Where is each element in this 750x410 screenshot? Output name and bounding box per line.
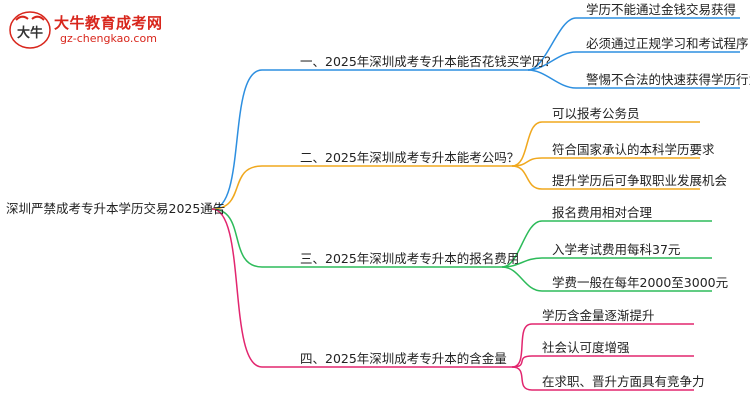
cow-logo-icon: 大牛: [9, 11, 51, 49]
site-logo[interactable]: 大牛 大牛教育成考网 gz-chengkao.com: [8, 10, 178, 50]
leaf-connector-4-3: [511, 366, 533, 391]
leaf-connector-4-1: [511, 323, 533, 368]
logo-url: gz-chengkao.com: [60, 32, 157, 45]
leaf-label-2-2: 符合国家承认的本科学历要求: [552, 142, 715, 157]
leaf-connector-1-1: [527, 17, 577, 71]
leaf-connector-1-2: [527, 51, 577, 71]
leaf-label-4-2: 社会认可度增强: [542, 340, 630, 355]
branch-label-4: 四、2025年深圳成考专升本的含金量: [300, 351, 507, 366]
leaf-label-2-3: 提升学历后可争取职业发展机会: [552, 173, 728, 188]
leaf-connector-2-1: [511, 121, 543, 167]
branch-connector-4: [211, 208, 263, 368]
branch-connector-3: [211, 208, 263, 268]
branch-connector-2: [211, 165, 263, 210]
leaf-label-3-2: 入学考试费用每科37元: [552, 242, 681, 257]
leaf-label-1-3: 警惕不合法的快速获得学历行为: [586, 72, 750, 87]
leaf-label-1-1: 学历不能通过金钱交易获得: [586, 2, 737, 17]
leaf-label-4-1: 学历含金量逐渐提升: [542, 308, 655, 323]
leaf-connector-3-3: [501, 266, 543, 292]
leaf-connector-2-3: [511, 165, 543, 190]
leaf-connector-4-2: [511, 355, 533, 368]
branch-connector-1: [211, 69, 263, 210]
leaf-label-3-3: 学费一般在每年2000至3000元: [552, 275, 729, 290]
leaf-connector-1-3: [527, 69, 577, 89]
branch-label-1: 一、2025年深圳成考专升本能否花钱买学历？: [300, 54, 557, 69]
logo-mark-text: 大牛: [17, 25, 43, 41]
branch-label-3: 三、2025年深圳成考专升本的报名费用: [300, 251, 520, 266]
leaf-label-4-3: 在求职、晋升方面具有竞争力: [542, 374, 705, 389]
logo-title: 大牛教育成考网: [54, 14, 163, 32]
branch-label-2: 二、2025年深圳成考专升本能考公吗？: [300, 150, 520, 165]
leaf-label-1-2: 必须通过正规学习和考试程序: [586, 36, 749, 51]
root-topic: 深圳严禁成考专升本学历交易2025通告: [6, 201, 226, 216]
leaf-connector-3-1: [501, 220, 543, 268]
leaf-label-3-1: 报名费用相对合理: [552, 205, 653, 220]
leaf-label-2-1: 可以报考公务员: [552, 106, 640, 121]
